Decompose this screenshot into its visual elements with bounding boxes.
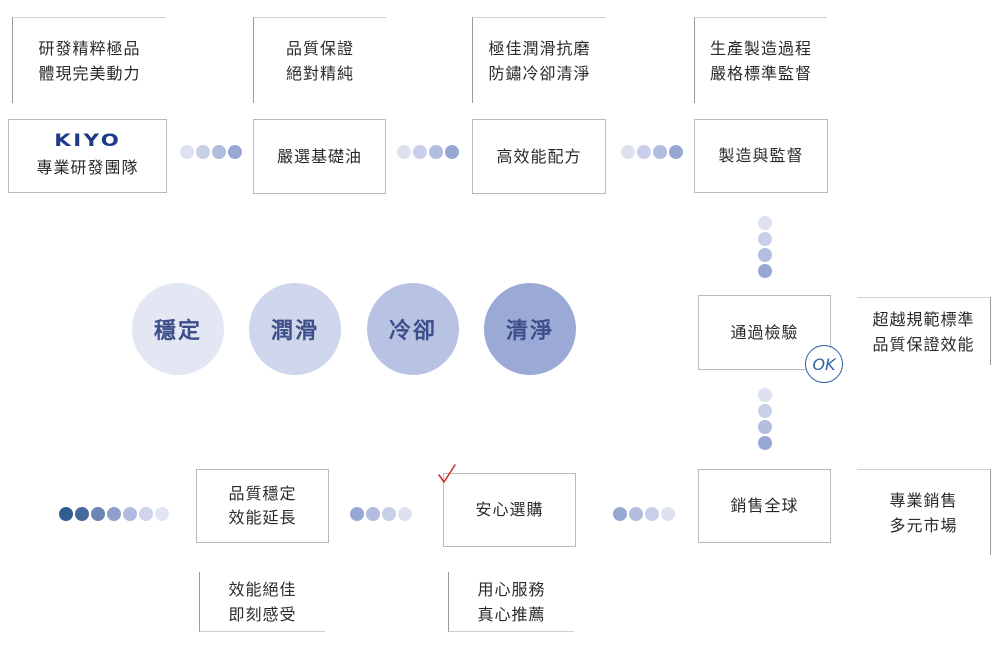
box-inspection-label: 通過檢驗: [730, 322, 799, 342]
circle-clean: 清淨: [484, 283, 576, 375]
note-rd-line-1: 研發精粹極品: [38, 38, 141, 58]
connector-dot: [758, 216, 772, 230]
circle-clean-label: 清淨: [505, 319, 554, 344]
connector-dot: [59, 507, 73, 521]
box-inspection: 通過檢驗: [698, 295, 831, 370]
connector-dot: [429, 145, 443, 159]
connector-dot: [139, 507, 153, 521]
connector-dot: [758, 420, 772, 434]
connector-dot: [758, 248, 772, 262]
connector-dot: [413, 145, 427, 159]
note-formula: 極佳潤滑抗磨 防鏽冷卻清淨: [472, 17, 606, 103]
note-stability-line-2: 即刻感受: [228, 604, 297, 624]
circle-cooling: 冷卻: [367, 283, 459, 375]
ok-badge-text: OK: [812, 354, 836, 374]
connector-dot: [645, 507, 659, 521]
connector-dot: [397, 145, 411, 159]
box-stability-line-2: 效能延長: [228, 508, 297, 527]
note-rd: 研發精粹極品 體現完美動力: [12, 17, 166, 103]
note-sales-line-1: 專業銷售: [889, 490, 958, 510]
box-sales: 銷售全球: [698, 469, 831, 543]
note-inspection: 超越規範標準 品質保證效能: [857, 297, 991, 365]
connector-dot: [91, 507, 105, 521]
note-base-oil-line-2: 絕對精純: [285, 63, 354, 83]
connector-dot: [637, 145, 651, 159]
connector-dot: [155, 507, 169, 521]
note-base-oil-line-1: 品質保證: [285, 38, 354, 58]
box-base-oil-label: 嚴選基礎油: [276, 146, 362, 166]
box-stability: 品質穩定 效能延長: [196, 469, 329, 543]
note-manufacture-line-2: 嚴格標準監督: [709, 63, 812, 83]
connector-dot: [758, 264, 772, 278]
note-manufacture: 生產製造過程 嚴格標準監督: [694, 17, 827, 103]
note-formula-line-1: 極佳潤滑抗磨: [488, 38, 591, 58]
connector-dot: [180, 145, 194, 159]
connector-dot: [445, 145, 459, 159]
box-formula-label: 高效能配方: [496, 146, 582, 166]
connector-dot: [661, 507, 675, 521]
connector-dot: [758, 436, 772, 450]
box-purchase-label: 安心選購: [475, 500, 544, 519]
connector-dot: [758, 388, 772, 402]
connector-dot: [212, 145, 226, 159]
connector-dot: [123, 507, 137, 521]
note-manufacture-line-1: 生產製造過程: [709, 38, 812, 58]
connector-dot: [382, 507, 396, 521]
box-purchase: 安心選購: [443, 473, 576, 547]
note-purchase-line-2: 真心推薦: [477, 604, 546, 624]
box-sales-label: 銷售全球: [730, 496, 799, 515]
connector-dot: [75, 507, 89, 521]
box-rd-team-label: 專業研發團隊: [36, 158, 139, 177]
note-stability: 效能絕佳 即刻感受: [199, 572, 325, 632]
box-manufacture-label: 製造與監督: [718, 146, 804, 165]
checkmark-icon: [436, 462, 458, 486]
ok-badge-icon: OK: [805, 345, 843, 383]
note-base-oil: 品質保證 絕對精純: [253, 17, 386, 103]
kiyo-logo: KIYO: [53, 131, 122, 151]
note-stability-line-1: 效能絕佳: [228, 579, 297, 599]
note-purchase-line-1: 用心服務: [477, 579, 546, 599]
note-rd-line-2: 體現完美動力: [38, 63, 141, 83]
note-purchase: 用心服務 真心推薦: [448, 572, 574, 632]
circle-stable: 穩定: [132, 283, 224, 375]
box-rd-team: KIYO 專業研發團隊: [8, 119, 167, 193]
box-formula: 高效能配方: [472, 119, 606, 194]
circle-lubricate-label: 潤滑: [270, 319, 319, 344]
note-inspection-line-1: 超越規範標準: [872, 309, 975, 329]
connector-dot: [350, 507, 364, 521]
connector-dot: [613, 507, 627, 521]
connector-dot: [758, 404, 772, 418]
connector-dot: [621, 145, 635, 159]
connector-dot: [196, 145, 210, 159]
box-base-oil: 嚴選基礎油: [253, 119, 386, 194]
box-stability-line-1: 品質穩定: [228, 484, 297, 503]
connector-dot: [758, 232, 772, 246]
circle-cooling-label: 冷卻: [388, 319, 437, 344]
note-inspection-line-2: 品質保證效能: [872, 334, 975, 354]
connector-dot: [398, 507, 412, 521]
box-manufacture: 製造與監督: [694, 119, 828, 193]
circle-lubricate: 潤滑: [249, 283, 341, 375]
connector-dot: [366, 507, 380, 521]
connector-dot: [653, 145, 667, 159]
connector-dot: [669, 145, 683, 159]
connector-dot: [107, 507, 121, 521]
note-formula-line-2: 防鏽冷卻清淨: [488, 63, 591, 83]
connector-dot: [629, 507, 643, 521]
connector-dot: [228, 145, 242, 159]
note-sales: 專業銷售 多元市場: [857, 469, 991, 555]
circle-stable-label: 穩定: [153, 319, 202, 344]
note-sales-line-2: 多元市場: [889, 515, 958, 535]
